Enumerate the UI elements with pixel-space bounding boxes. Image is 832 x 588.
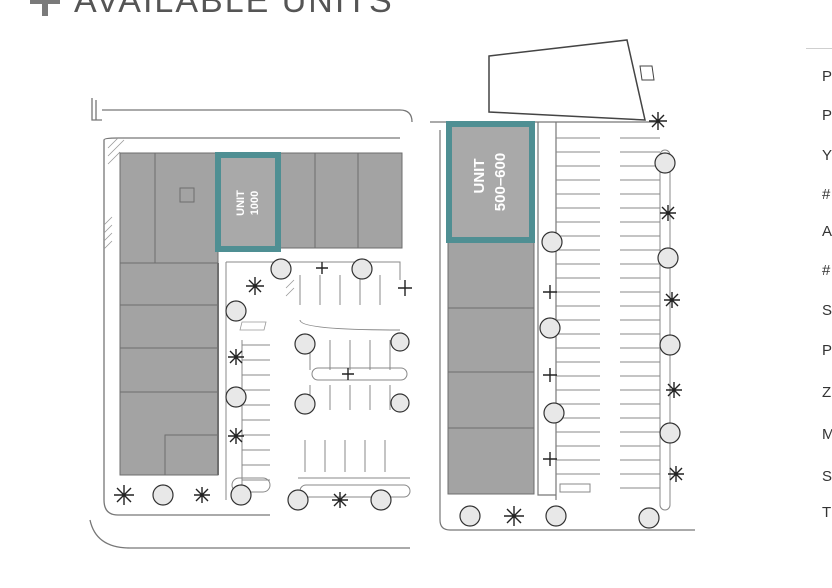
tree-icon <box>225 300 247 322</box>
right-buildings <box>447 241 535 495</box>
plus-icon[interactable] <box>30 0 60 16</box>
tree-icon <box>230 484 252 506</box>
building-a <box>119 152 219 264</box>
property-details-panel: P P Y # A # S P Z M S T <box>820 0 832 588</box>
unit-1000-label-line1: UNIT <box>235 190 247 216</box>
tree-icon <box>543 402 565 424</box>
tree-icon <box>294 333 316 355</box>
tree-icon <box>370 489 392 511</box>
tree-icon <box>545 505 567 527</box>
detail-label: A <box>822 223 832 240</box>
detail-label: T <box>822 504 832 521</box>
tree-icon <box>541 231 563 253</box>
detail-label: P <box>822 342 832 359</box>
tree-icon <box>654 152 676 174</box>
detail-label: Y <box>822 147 832 164</box>
left-block <box>89 98 413 549</box>
building-c <box>277 152 403 249</box>
tree-icon <box>270 258 292 280</box>
tree-icon <box>351 258 373 280</box>
section-title: AVAILABLE UNITS <box>74 0 394 20</box>
tree-icon <box>539 317 561 339</box>
tree-icon <box>659 422 681 444</box>
unit-500-600-label-line2: 500–600 <box>492 153 509 211</box>
tree-icon <box>294 393 316 415</box>
section-header: AVAILABLE UNITS <box>30 0 394 20</box>
unit-1000-highlight: UNIT 1000 <box>215 152 281 252</box>
detail-label: P <box>822 68 832 85</box>
right-parking <box>556 137 671 511</box>
detail-label: M <box>822 426 832 443</box>
tree-icon <box>390 332 410 352</box>
detail-label: # <box>822 262 831 279</box>
right-trees <box>459 152 681 529</box>
tree-icon <box>225 386 247 408</box>
tree-icon <box>390 393 410 413</box>
tree-icon <box>459 505 481 527</box>
tree-icon <box>638 507 660 529</box>
left-trees <box>152 258 410 511</box>
building-d <box>119 262 219 476</box>
tree-icon <box>287 489 309 511</box>
tree-icon <box>657 247 679 269</box>
tree-icon <box>152 484 174 506</box>
tree-icon <box>659 334 681 356</box>
detail-label: P <box>822 107 832 124</box>
building-e <box>447 241 535 495</box>
detail-label: S <box>822 468 832 485</box>
hatch-areas <box>103 137 295 331</box>
unit-1000-label-line2: 1000 <box>249 191 261 215</box>
right-palms <box>504 112 684 526</box>
left-palms <box>114 262 412 508</box>
detail-label: S <box>822 302 832 319</box>
detail-label: Z <box>822 384 832 401</box>
unit-500-600-label-line1: UNIT <box>471 159 488 194</box>
details-divider <box>806 48 832 49</box>
detail-label: # <box>822 186 831 203</box>
left-parking <box>225 261 411 500</box>
unit-500-600-highlight: UNIT 500–600 <box>446 121 535 243</box>
